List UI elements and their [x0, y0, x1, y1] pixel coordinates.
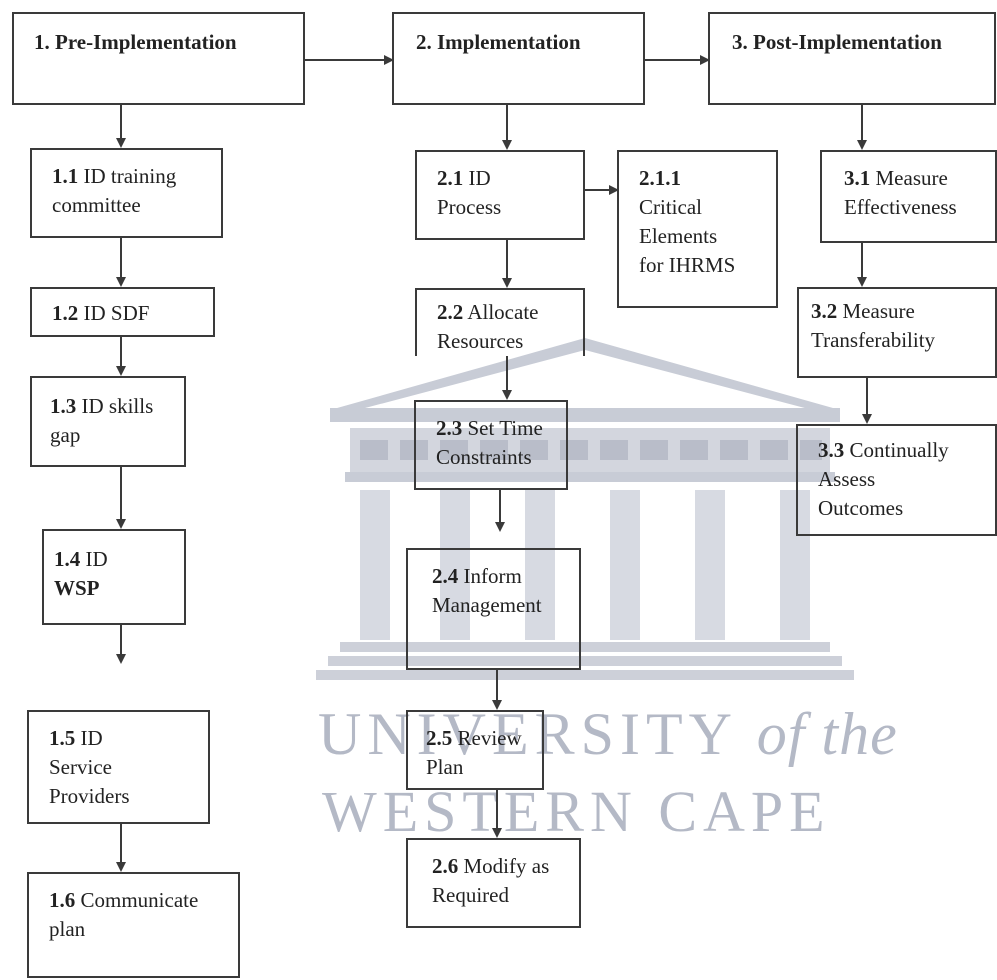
stage-pre-implementation: 1. Pre-Implementation — [12, 12, 305, 105]
watermark-line2: WESTERN CAPE — [322, 779, 831, 844]
step-1-2-text: ID SDF — [83, 301, 150, 325]
step-2-2-text2: Resources — [437, 329, 524, 353]
step-2-5-text2: Plan — [426, 755, 464, 779]
step-2-1-num: 2.1 — [437, 166, 464, 190]
step-3-2: 3.2 Measure Transferability — [797, 287, 997, 378]
step-2-1-1-text: Critical — [639, 195, 702, 219]
step-3-2-text: Measure — [842, 299, 915, 323]
step-2-2: 2.2 Allocate Resources — [415, 288, 585, 356]
step-1-4: 1.4 ID WSP — [42, 529, 186, 625]
step-2-2-text: Allocate — [467, 300, 539, 324]
step-2-1-text: ID — [468, 166, 491, 190]
step-1-6-num: 1.6 — [49, 888, 76, 912]
step-3-1: 3.1 Measure Effectiveness — [820, 150, 997, 243]
step-2-4-text: Inform — [463, 564, 522, 588]
step-1-4-num: 1.4 — [54, 547, 81, 571]
step-3-1-text2: Effectiveness — [844, 195, 957, 219]
stage-1-label: Pre-Implementation — [55, 30, 237, 54]
stage-3-label: Post-Implementation — [753, 30, 942, 54]
step-2-5: 2.5 Review Plan — [406, 710, 544, 790]
step-1-1-text2: committee — [52, 193, 141, 217]
step-2-2-num: 2.2 — [437, 300, 464, 324]
step-2-6-text2: Required — [432, 883, 509, 907]
step-2-1-1-num: 2.1.1 — [639, 166, 681, 190]
stage-2-label: Implementation — [437, 30, 581, 54]
step-1-3: 1.3 ID skills gap — [30, 376, 186, 467]
step-3-1-text: Measure — [875, 166, 948, 190]
step-2-4: 2.4 Inform Management — [406, 548, 581, 670]
step-1-6-text: Communicate — [80, 888, 199, 912]
step-1-5-text3: Providers — [49, 784, 130, 808]
step-2-3: 2.3 Set Time Constraints — [414, 400, 568, 490]
watermark-of-the: of the — [756, 701, 898, 767]
step-3-2-text2: Transferability — [811, 328, 936, 352]
step-3-3-text3: Outcomes — [818, 496, 904, 520]
step-1-4-text2: WSP — [54, 576, 100, 600]
step-3-3-text2: Assess — [818, 467, 876, 491]
step-3-2-num: 3.2 — [811, 299, 838, 323]
step-2-1-1-text2: Elements — [639, 224, 718, 248]
step-1-5-text: ID — [80, 726, 103, 750]
step-1-6: 1.6 Communicate plan — [27, 872, 240, 978]
step-3-3-num: 3.3 — [818, 438, 845, 462]
step-2-1-text2: Process — [437, 195, 502, 219]
step-2-5-num: 2.5 — [426, 726, 453, 750]
step-1-5-num: 1.5 — [49, 726, 76, 750]
step-3-3: 3.3 Continually Assess Outcomes — [796, 424, 997, 536]
step-1-6-text2: plan — [49, 917, 86, 941]
stage-implementation: 2. Implementation — [392, 12, 645, 105]
step-2-6: 2.6 Modify as Required — [406, 838, 581, 928]
step-1-4-text: ID — [85, 547, 108, 571]
step-2-4-text2: Management — [432, 593, 542, 617]
step-2-1-1: 2.1.1 Critical Elements for IHRMS — [617, 150, 778, 308]
step-3-1-num: 3.1 — [844, 166, 871, 190]
step-2-4-num: 2.4 — [432, 564, 459, 588]
step-1-5-text2: Service — [49, 755, 112, 779]
watermark-university: UNIVERSITY — [318, 701, 736, 767]
step-1-3-text: ID skills — [81, 394, 154, 418]
step-2-6-text: Modify as — [463, 854, 550, 878]
stage-1-number: 1. — [34, 30, 50, 54]
step-1-5: 1.5 ID Service Providers — [27, 710, 210, 824]
step-1-2-num: 1.2 — [52, 301, 79, 325]
step-3-3-text: Continually — [849, 438, 949, 462]
step-1-1-num: 1.1 — [52, 164, 79, 188]
step-1-3-num: 1.3 — [50, 394, 77, 418]
watermark-line1: UNIVERSITY of the — [318, 700, 898, 769]
step-2-3-text: Set Time — [467, 416, 543, 440]
step-2-5-text: Review — [457, 726, 522, 750]
step-2-1: 2.1 ID Process — [415, 150, 585, 240]
step-1-1-text: ID training — [83, 164, 177, 188]
step-2-1-1-text3: for IHRMS — [639, 253, 736, 277]
step-2-3-text2: Constraints — [436, 445, 532, 469]
step-2-6-num: 2.6 — [432, 854, 459, 878]
stage-3-number: 3. — [732, 30, 748, 54]
step-1-1: 1.1 ID training committee — [30, 148, 223, 238]
step-2-3-num: 2.3 — [436, 416, 463, 440]
stage-2-number: 2. — [416, 30, 432, 54]
step-1-2: 1.2 ID SDF — [30, 287, 215, 337]
step-1-3-text2: gap — [50, 423, 81, 447]
stage-post-implementation: 3. Post-Implementation — [708, 12, 996, 105]
